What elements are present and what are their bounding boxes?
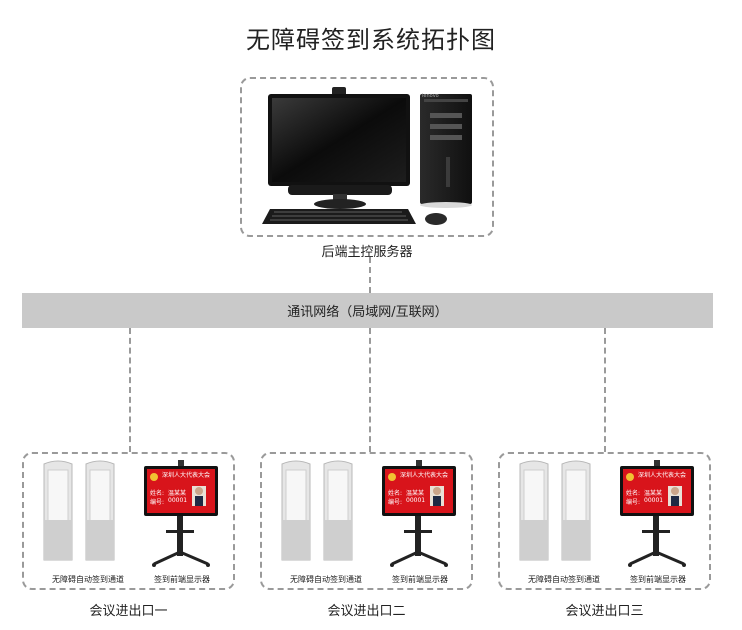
screen-name-value: 温某某 — [168, 490, 187, 497]
gate-image — [519, 460, 591, 561]
server-label: 后端主控服务器 — [321, 245, 413, 260]
exit-2-connector-line — [369, 328, 371, 452]
screen-header: 深圳人大代表大会 — [162, 472, 211, 479]
screen-name-value: 温某某 — [644, 490, 663, 497]
exit-box: 深圳人大代表大会 姓名: 温某某 编号: 00001 无障碍自动签到通道 签到前… — [22, 452, 235, 590]
display-stand-image — [144, 460, 218, 567]
exit-3-connector-line — [604, 328, 606, 452]
server-connector-line — [369, 257, 371, 293]
display-stand-image — [382, 460, 456, 567]
display-label: 签到前端显示器 — [392, 575, 448, 584]
screen-id-key: 编号: — [150, 499, 165, 506]
network-bar: 通讯网络（局域网/互联网） — [22, 293, 713, 328]
exit-label: 会议进出口三 — [565, 604, 644, 619]
display-stand-image — [620, 460, 694, 567]
display-label: 签到前端显示器 — [154, 575, 210, 584]
screen-header: 深圳人大代表大会 — [400, 472, 449, 479]
gate-label: 无障碍自动签到通道 — [52, 575, 124, 584]
exit-label: 会议进出口一 — [89, 604, 168, 619]
exit-label: 会议进出口二 — [327, 604, 406, 619]
screen-name-value: 温某某 — [406, 490, 425, 497]
display-label: 签到前端显示器 — [630, 575, 686, 584]
network-label: 通讯网络（局域网/互联网） — [287, 305, 448, 320]
gate-label: 无障碍自动签到通道 — [290, 575, 362, 584]
gate-image — [43, 460, 115, 561]
screen-header: 深圳人大代表大会 — [638, 472, 687, 479]
server-box: lenovo — [240, 77, 494, 237]
exit-box: 深圳人大代表大会 姓名: 温某某 编号: 00001 无障碍自动签到通道 签到前… — [260, 452, 473, 590]
diagram-title: 无障碍签到系统拓扑图 — [246, 26, 496, 54]
screen-name-key: 姓名: — [388, 490, 403, 497]
screen-id-key: 编号: — [388, 499, 403, 506]
gate-image — [281, 460, 353, 561]
exit-box: 深圳人大代表大会 姓名: 温某某 编号: 00001 无障碍自动签到通道 签到前… — [498, 452, 711, 590]
screen-id-value: 00001 — [644, 497, 664, 504]
exit-1-connector-line — [129, 328, 131, 452]
monitor-brand-label: lenovo — [422, 93, 439, 99]
screen-id-value: 00001 — [406, 497, 426, 504]
gate-label: 无障碍自动签到通道 — [528, 575, 600, 584]
screen-name-key: 姓名: — [626, 490, 641, 497]
screen-name-key: 姓名: — [150, 490, 165, 497]
screen-id-key: 编号: — [626, 499, 641, 506]
server-computer-image — [262, 87, 472, 225]
screen-id-value: 00001 — [168, 497, 188, 504]
